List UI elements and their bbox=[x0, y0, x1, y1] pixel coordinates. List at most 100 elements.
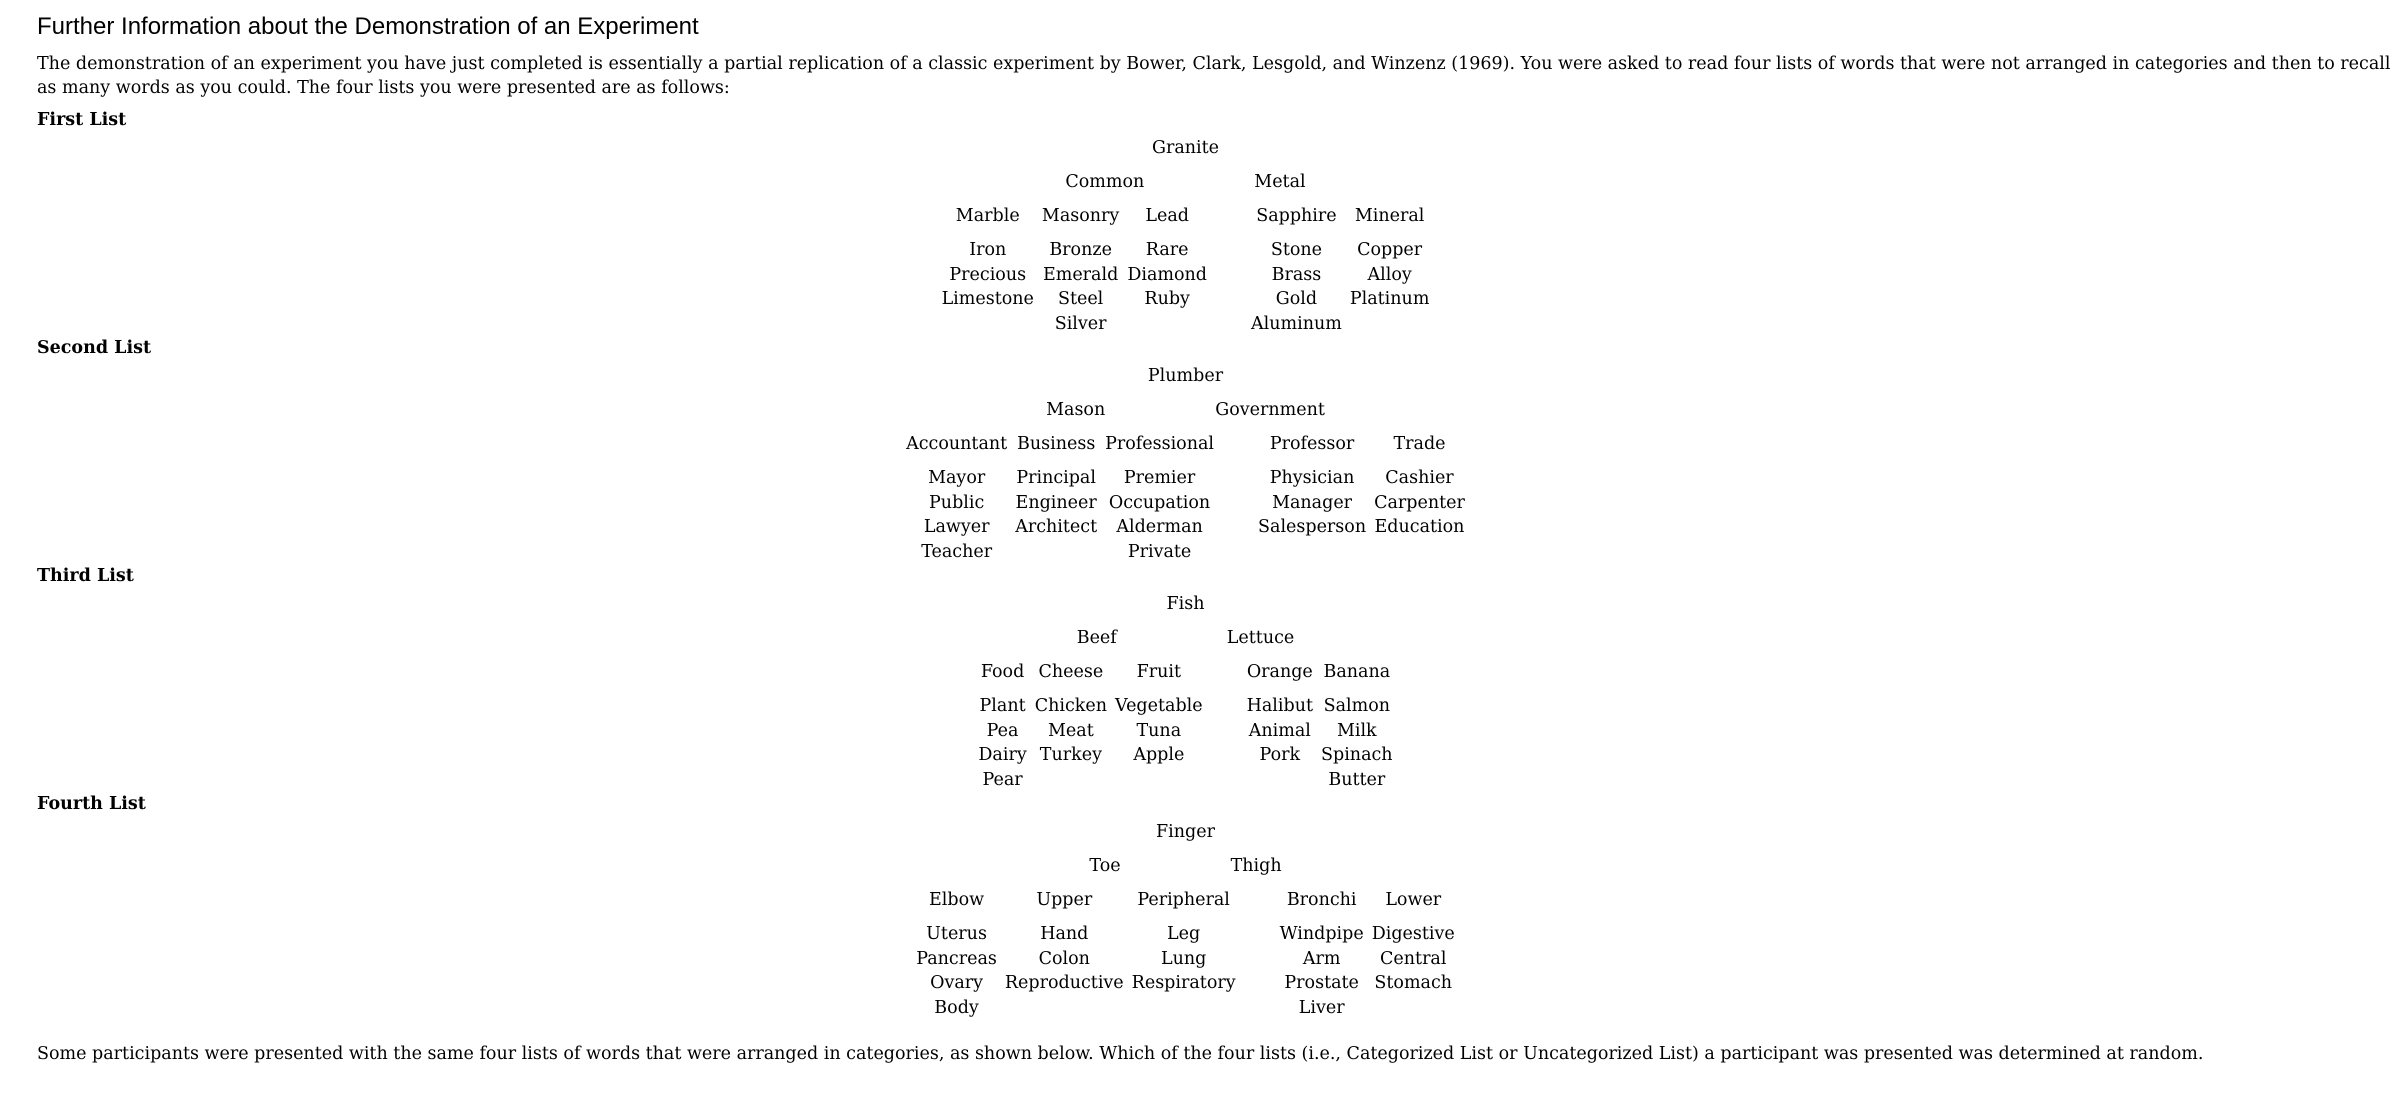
tree-branch-word: Orange bbox=[1246, 662, 1313, 682]
tree-leaf-word: Respiratory bbox=[1131, 973, 1236, 993]
tree-leaf-word: Teacher bbox=[921, 541, 993, 562]
tree-leaf-word: Manager bbox=[1272, 492, 1353, 513]
tree-leaf-word: Architect bbox=[1015, 517, 1098, 537]
tree-branch-word: Upper bbox=[1036, 890, 1093, 910]
tree-root-word: Granite bbox=[1151, 138, 1220, 158]
tree-branch-word: Professional bbox=[1105, 434, 1215, 454]
tree-leaf-word: Principal bbox=[1016, 468, 1096, 488]
tree-root-word: Plumber bbox=[1147, 366, 1224, 386]
list-heading: Fourth List bbox=[37, 794, 146, 814]
tree-branch-word: Sapphire bbox=[1256, 206, 1337, 226]
tree-leaf-word: Spinach bbox=[1321, 745, 1393, 765]
tree-leaf-word: Arm bbox=[1302, 948, 1341, 969]
tree-leaf-word: Turkey bbox=[1039, 745, 1102, 765]
tree-leaf-word: Liver bbox=[1298, 997, 1345, 1018]
tree-leaf-word: Occupation bbox=[1108, 492, 1211, 513]
tree-branch-word: Fruit bbox=[1136, 662, 1182, 682]
tree-leaf-word: Halibut bbox=[1246, 696, 1314, 716]
tree-leaf-word: Lung bbox=[1160, 948, 1207, 969]
tree-branch-word: Banana bbox=[1323, 662, 1391, 682]
tree-leaf-word: Stone bbox=[1270, 240, 1323, 260]
tree-branch-word: Professor bbox=[1269, 434, 1355, 454]
tree-leaf-word: Engineer bbox=[1015, 492, 1097, 513]
tree-leaf-word: Limestone bbox=[941, 289, 1034, 309]
tree-leaf-word: Brass bbox=[1271, 264, 1322, 285]
tree-mid-word: Mason bbox=[1046, 400, 1106, 420]
tree-leaf-word: Gold bbox=[1275, 289, 1318, 309]
list-heading: Second List bbox=[37, 338, 152, 358]
tree-leaf-word: Premier bbox=[1123, 468, 1196, 488]
tree-leaf-word: Uterus bbox=[926, 924, 987, 944]
tree-branch-word: Lead bbox=[1145, 206, 1189, 226]
tree-leaf-word: Lawyer bbox=[923, 517, 990, 537]
tree-leaf-word: Prostate bbox=[1284, 973, 1359, 993]
spacer bbox=[1222, 432, 1250, 466]
tree-leaf-word: Emerald bbox=[1042, 264, 1119, 285]
tree-leaf-word: Diamond bbox=[1127, 264, 1207, 285]
tree-leaf-word: Chicken bbox=[1034, 696, 1108, 716]
tree-leaf-word: Digestive bbox=[1371, 924, 1455, 944]
spacer bbox=[1244, 888, 1272, 922]
tree-leaf-word: Reproductive bbox=[1004, 973, 1124, 993]
tree-leaf-word: Precious bbox=[949, 264, 1027, 285]
tree-branch-word: Cheese bbox=[1038, 662, 1104, 682]
spacer bbox=[1215, 238, 1243, 336]
tree-leaf-word: Meat bbox=[1048, 720, 1094, 741]
tree-leaf-word: Colon bbox=[1038, 948, 1090, 969]
spacer bbox=[1211, 660, 1239, 694]
tree-leaf-word: Tuna bbox=[1136, 720, 1182, 741]
tree-leaf-word: Public bbox=[929, 492, 985, 513]
tree-branch-word: Business bbox=[1017, 434, 1096, 454]
tree-leaf-word: Alderman bbox=[1116, 517, 1203, 537]
tree-leaf-word: Hand bbox=[1040, 924, 1089, 944]
tree-mid-word: Government bbox=[1215, 400, 1325, 420]
tree-branch-word: Masonry bbox=[1041, 206, 1120, 226]
tree-branch-word: Lower bbox=[1385, 890, 1442, 910]
tree-leaf-word: Alloy bbox=[1367, 264, 1412, 285]
tree-leaf-word: Pear bbox=[982, 769, 1023, 790]
footer-paragraph: Some participants were presented with th… bbox=[37, 1044, 2204, 1064]
tree-mid-word: Toe bbox=[1089, 856, 1121, 876]
tree-leaf-word: Copper bbox=[1357, 240, 1423, 260]
tree-leaf-word: Rare bbox=[1145, 240, 1189, 260]
tree-leaf-word: Pancreas bbox=[916, 948, 997, 969]
tree-leaf-word: Windpipe bbox=[1279, 924, 1364, 944]
page-title: Further Information about the Demonstrat… bbox=[37, 13, 699, 40]
tree-branch-word: Marble bbox=[955, 206, 1020, 226]
tree-leaf-word: Carpenter bbox=[1374, 492, 1465, 513]
tree-branch-word: Peripheral bbox=[1137, 890, 1230, 910]
tree-leaf-word: Steel bbox=[1057, 289, 1104, 309]
tree-leaf-word: Salesperson bbox=[1258, 517, 1367, 537]
spacer bbox=[1215, 204, 1243, 238]
tree-mid-word: Lettuce bbox=[1226, 628, 1295, 648]
spacer bbox=[1211, 694, 1239, 792]
tree-leaf-word: Apple bbox=[1133, 745, 1185, 765]
tree-leaf-word: Silver bbox=[1054, 313, 1107, 334]
tree-mid-word: Thigh bbox=[1230, 856, 1282, 876]
tree-leaf-word: Animal bbox=[1248, 720, 1311, 741]
tree-root-word: Fish bbox=[1166, 594, 1205, 614]
